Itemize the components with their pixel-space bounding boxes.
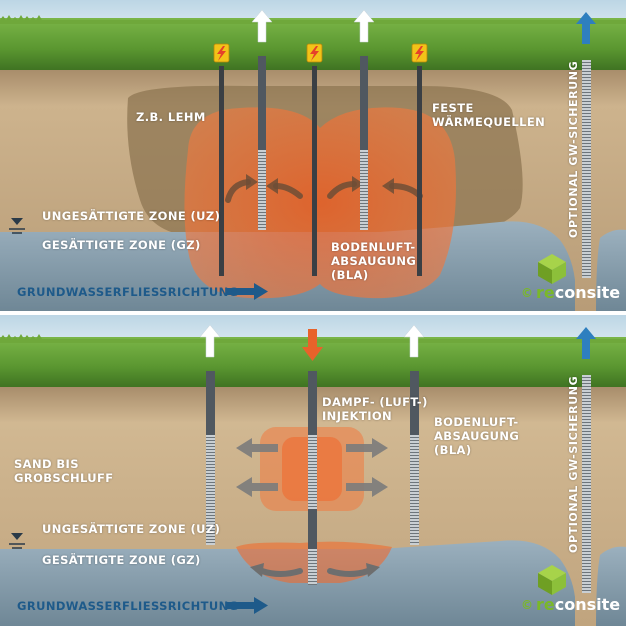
heated-zone <box>184 107 456 299</box>
label-groundwater-flow: GRUNDWASSERFLIESSRICHTUNG <box>17 599 239 613</box>
injection-down-arrow <box>302 329 323 361</box>
heater-well-3 <box>417 66 422 276</box>
copyright-symbol: © <box>521 597 533 612</box>
steam-spread-arrows <box>236 438 388 497</box>
extraction-well-2-casing <box>360 56 368 150</box>
copyright-symbol: © <box>521 285 533 300</box>
label-unsaturated-zone: UNGESÄTTIGTE ZONE (UZ) <box>42 522 221 536</box>
saturated-flow-arrows <box>259 568 371 577</box>
logo-text-consite: consite <box>554 283 621 302</box>
injection-well-screen-lower <box>308 549 317 585</box>
label-groundwater-flow: GRUNDWASSERFLIESSRICHTUNG <box>17 285 239 299</box>
gw-well-screen <box>582 60 591 278</box>
lightning-icon <box>213 43 230 63</box>
label-soil-vapor-extraction: BODENLUFT- ABSAUGUNG (BLA) <box>331 240 417 282</box>
reconsite-logo-icon <box>538 565 566 595</box>
injection-well-mid <box>308 509 317 549</box>
gw-well-screen <box>582 375 591 593</box>
thermal-remediation-panel: Z.B. LEHM FESTE WÄRMEQUELLEN UNGESÄTTIGT… <box>0 0 626 311</box>
groundwater-flow-arrow <box>226 597 268 614</box>
groundwater-right <box>596 546 626 626</box>
label-sand: SAND BIS GROBSCHLUFF <box>14 457 114 485</box>
label-saturated-zone: GESÄTTIGTE ZONE (GZ) <box>42 238 201 252</box>
lightning-icon <box>411 43 428 63</box>
injection-well-screen-upper <box>308 435 317 509</box>
extraction-up-arrow <box>251 9 273 43</box>
extraction-well-1-casing <box>258 56 266 150</box>
logo-text-re: re <box>536 283 555 302</box>
label-unsaturated-zone: UNGESÄTTIGTE ZONE (UZ) <box>42 209 221 223</box>
label-soil-vapor-extraction: BODENLUFT- ABSAUGUNG (BLA) <box>434 415 520 457</box>
grass-blades <box>0 15 626 24</box>
extraction-well-right-casing <box>410 371 419 435</box>
groundwater <box>0 540 575 626</box>
lightning-icon <box>306 43 323 63</box>
reconsite-logo-icon <box>538 254 566 284</box>
label-saturated-zone: GESÄTTIGTE ZONE (GZ) <box>42 553 201 567</box>
saturated-flow-arrowheads <box>250 563 380 577</box>
extraction-well-2-screen <box>360 150 368 230</box>
extraction-well-right-screen <box>410 435 419 545</box>
heater-well-1 <box>219 66 224 276</box>
extraction-well-left-screen <box>206 435 215 545</box>
thermal-scene <box>0 0 626 311</box>
label-optional-gw: OPTIONAL GW-SICHERUNG <box>567 60 580 238</box>
logo-text-consite: consite <box>554 595 621 614</box>
extraction-up-arrow <box>353 9 375 43</box>
extraction-wells <box>258 56 591 278</box>
groundwater-right <box>596 229 626 311</box>
heater-wells <box>219 66 422 276</box>
extraction-well-left-casing <box>206 371 215 435</box>
label-clay: Z.B. LEHM <box>136 110 206 124</box>
heater-well-2 <box>312 66 317 276</box>
extraction-well-1-screen <box>258 150 266 230</box>
logo-text-re: re <box>536 595 555 614</box>
grass-surface <box>0 337 626 387</box>
label-heat-sources: FESTE WÄRMEQUELLEN <box>432 101 546 129</box>
grass-blades <box>0 334 626 343</box>
extraction-up-arrow <box>199 324 221 358</box>
gw-up-arrow <box>576 327 596 359</box>
steam-scene <box>0 315 626 626</box>
label-steam-injection: DAMPF- (LUFT-) INJEKTION <box>322 395 428 423</box>
steam-injection-panel: DAMPF- (LUFT-) INJEKTION BODENLUFT- ABSA… <box>0 315 626 626</box>
label-optional-gw: OPTIONAL GW-SICHERUNG <box>567 375 580 553</box>
gw-up-arrow <box>576 12 596 44</box>
wells <box>206 371 591 593</box>
water-table-icon <box>9 533 25 549</box>
injection-well-casing <box>308 371 317 435</box>
extraction-up-arrow <box>403 324 425 358</box>
flow-arrowheads <box>246 174 394 194</box>
groundwater-flow-arrow <box>226 283 268 300</box>
water-table-icon <box>9 218 25 234</box>
